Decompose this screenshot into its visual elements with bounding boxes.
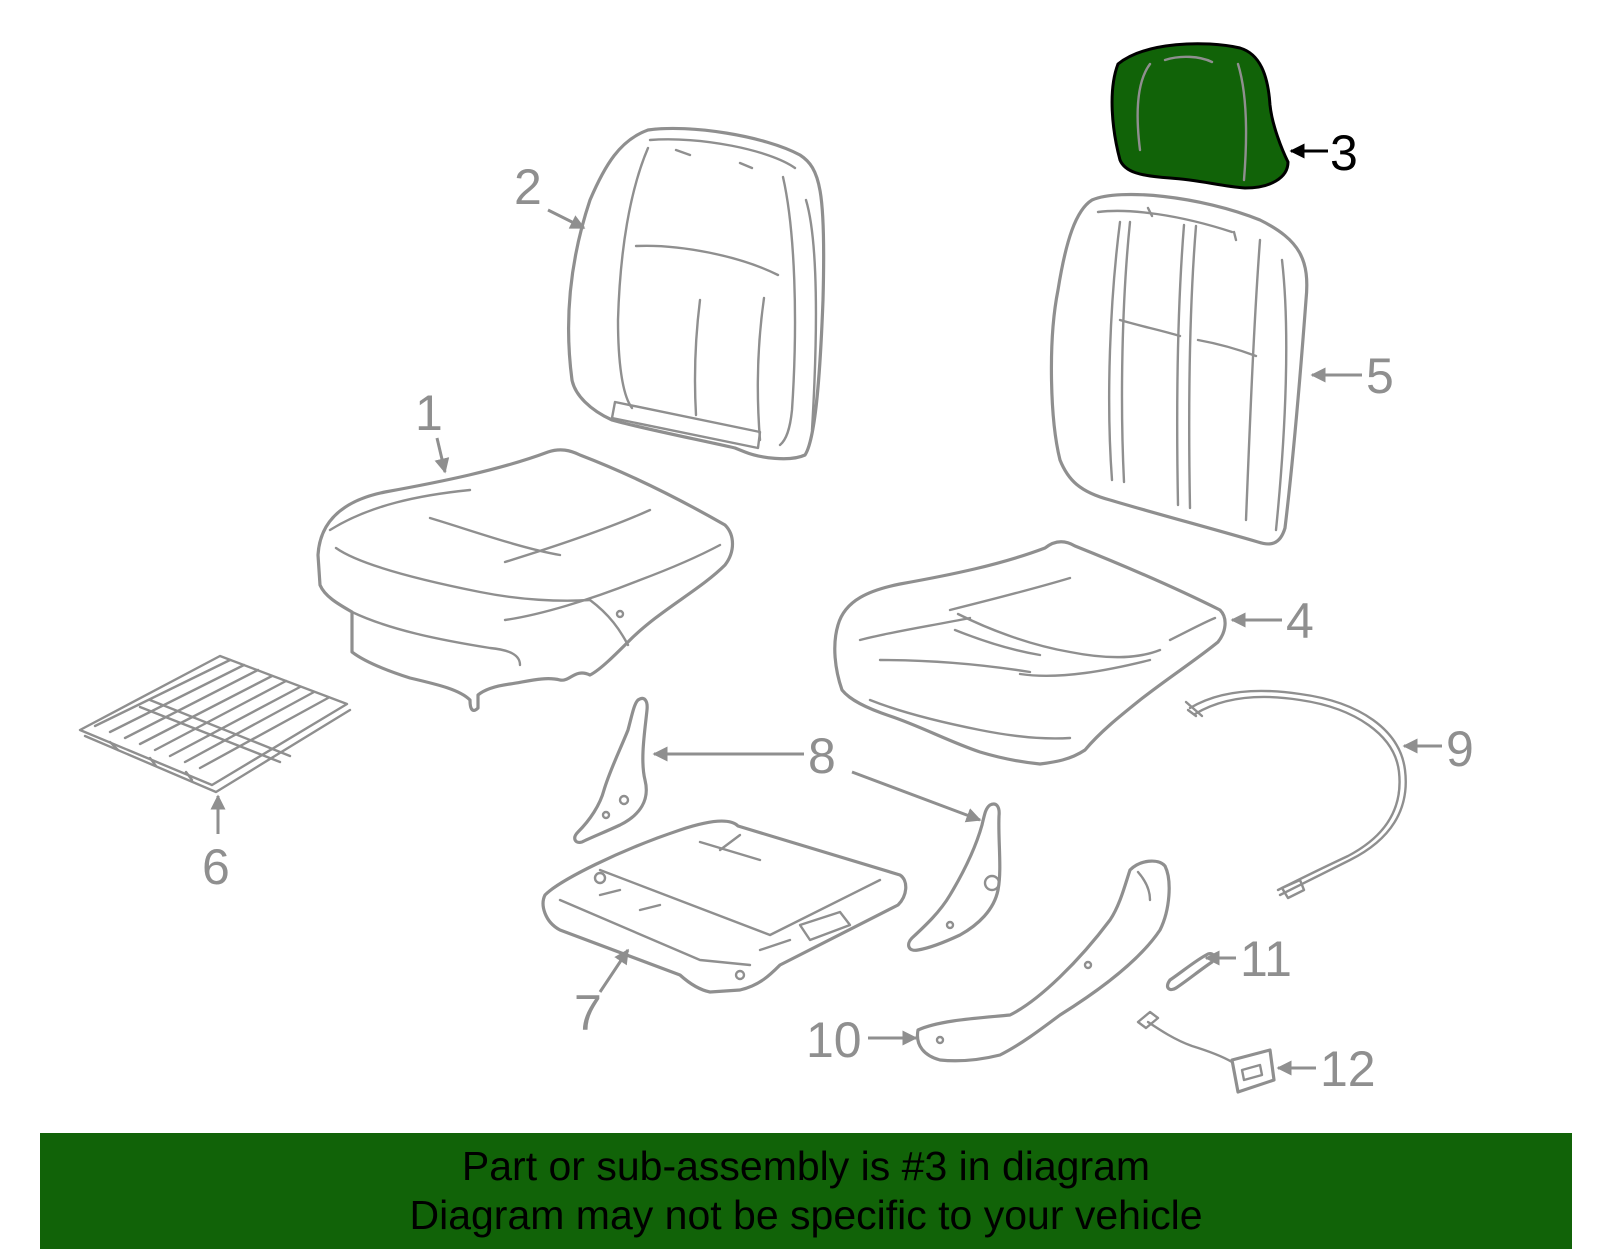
callout-numbers: 2 1 3 5 4 6 8 9 7 10 11 12 — [202, 125, 1474, 1097]
leader-7 — [598, 948, 630, 993]
callout-12[interactable]: 12 — [1320, 1041, 1376, 1097]
part-3-headrest[interactable] — [1110, 42, 1290, 190]
part-2-seat-back-cover[interactable] — [566, 126, 826, 461]
part-10-side-trim[interactable] — [915, 859, 1171, 1063]
callout-11[interactable]: 11 — [1240, 931, 1292, 987]
callout-4[interactable]: 4 — [1286, 593, 1314, 649]
leader-8b — [851, 770, 982, 823]
callout-5[interactable]: 5 — [1366, 348, 1394, 404]
callout-8[interactable]: 8 — [808, 728, 836, 784]
callout-1[interactable]: 1 — [415, 385, 443, 441]
info-banner: Part or sub-assembly is #3 in diagram Di… — [40, 1133, 1572, 1249]
part-9-cable[interactable] — [1184, 689, 1407, 900]
callout-6[interactable]: 6 — [202, 839, 230, 895]
callout-3[interactable]: 3 — [1330, 125, 1358, 181]
leader-2 — [547, 208, 586, 230]
part-12-harness[interactable] — [1136, 1010, 1276, 1094]
callout-10[interactable]: 10 — [806, 1012, 862, 1068]
callout-9[interactable]: 9 — [1446, 721, 1474, 777]
part-4-seat-cushion-pad[interactable] — [833, 540, 1227, 766]
part-8-recliner-bracket[interactable] — [573, 696, 1002, 952]
part-1-seat-cushion-cover[interactable] — [316, 448, 735, 712]
banner-line-1: Part or sub-assembly is #3 in diagram — [461, 1143, 1151, 1189]
part-7-seat-frame[interactable] — [541, 819, 908, 994]
callout-7[interactable]: 7 — [574, 985, 602, 1041]
part-6-spring-mat[interactable] — [78, 654, 352, 794]
leader-1 — [434, 437, 450, 474]
banner-line-2: Diagram may not be specific to your vehi… — [409, 1192, 1203, 1238]
callout-2[interactable]: 2 — [514, 159, 542, 215]
part-5-seat-back-pad[interactable] — [1049, 192, 1309, 546]
leader-lines — [210, 143, 1442, 1076]
